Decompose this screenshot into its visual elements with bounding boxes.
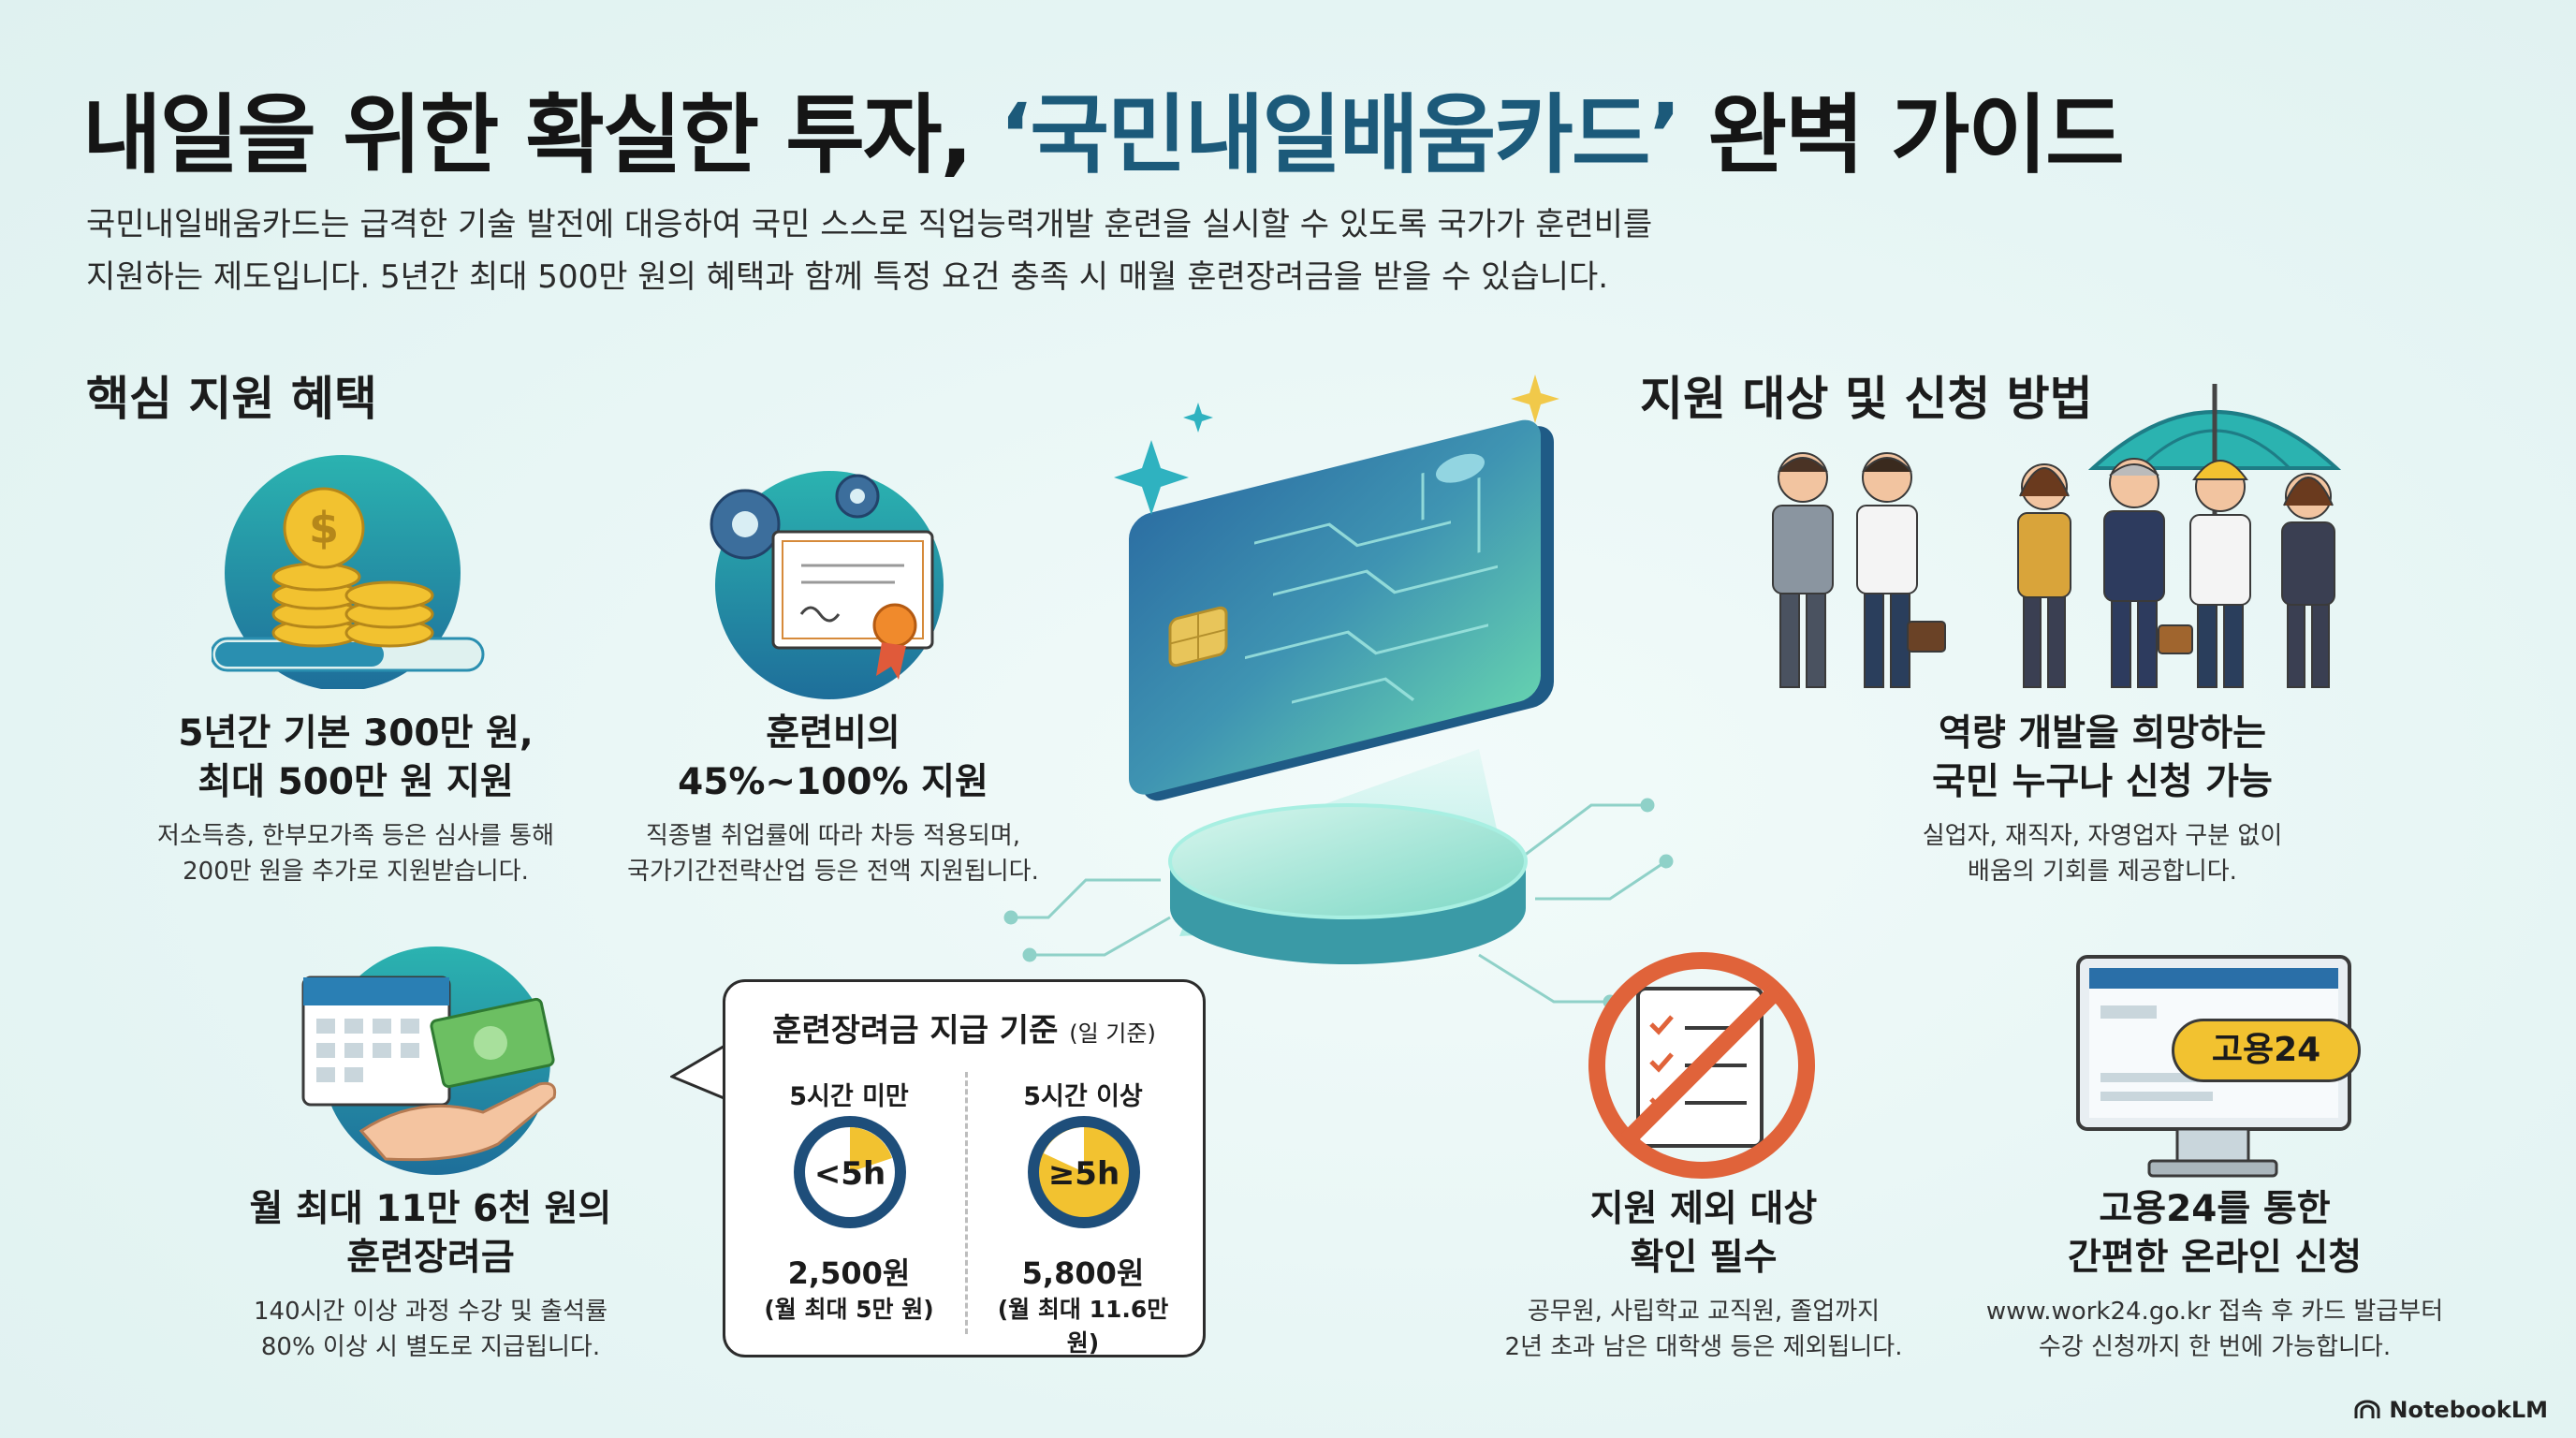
section-heading-eligibility: 지원 대상 및 신청 방법 <box>1640 372 2093 426</box>
prohibited-checklist-icon <box>1588 952 1815 1179</box>
allowance-col-1-amount: 2,500원 <box>787 1255 911 1291</box>
brand-name: NotebookLM <box>2389 1397 2548 1423</box>
people-umbrella-icon <box>1772 384 2342 688</box>
divider <box>965 1072 968 1334</box>
certificate-gear-icon <box>710 471 944 699</box>
benefit-2-desc: 직종별 취업률에 따라 차등 적용되며,국가기간전략산업 등은 전액 지원됩니다… <box>627 822 1039 886</box>
intro-text: 국민내일배움카드는 급격한 기술 발전에 대응하여 국민 스스로 직업능력개발 … <box>86 198 1734 303</box>
allowance-col-2-sub: (월 최대 11.6만 원) <box>997 1296 1169 1357</box>
section-heading-benefits: 핵심 지원 혜택 <box>86 372 377 426</box>
clock-icon: <5h <box>794 1116 906 1228</box>
allowance-col-1-label: 5시간 미만 <box>789 1082 909 1111</box>
sparkle-icon <box>1114 440 1189 515</box>
notebooklm-logo-icon <box>2354 1400 2380 1418</box>
intro-line-1: 국민내일배움카드는 급격한 기술 발전에 대응하여 국민 스스로 직업능력개발 … <box>86 206 1653 243</box>
clock-icon: ≥5h <box>1028 1116 1140 1228</box>
central-card-illustration <box>1003 374 1674 1009</box>
page-title: 내일을 위한 확실한 투자, ‘국민내일배움카드’ 완벽 가이드 <box>82 85 2125 185</box>
intro-line-2: 지원하는 제도입니다. 5년간 최대 500만 원의 혜택과 함께 특정 요건 … <box>86 258 1609 296</box>
svg-text:$: $ <box>309 503 339 553</box>
benefit-card-1: 5년간 기본 300만 원,최대 500만 원 지원 저소득층, 한부모가족 등… <box>112 710 599 889</box>
card-icon <box>1129 419 1554 801</box>
calendar-money-icon <box>301 946 557 1175</box>
allowance-col-2-label: 5시간 이상 <box>1023 1082 1143 1111</box>
allowance-col-1-sub: (월 최대 5만 원) <box>764 1296 934 1323</box>
brand-watermark: NotebookLM <box>2353 1397 2548 1423</box>
work24-badge: 고용24 <box>2172 1019 2361 1082</box>
benefit-1-title: 5년간 기본 300만 원,최대 500만 원 지원 <box>178 712 534 803</box>
clock-label-1: <5h <box>814 1155 886 1193</box>
allowance-criteria-box: 훈련장려금 지급 기준 (일 기준) 5시간 미만 <5h 2,500원 (월 … <box>723 979 1206 1357</box>
sparkle-icon-gold <box>1511 374 1559 423</box>
clock-label-2: ≥5h <box>1048 1155 1120 1193</box>
allowance-title: 훈련장려금 지급 기준 (일 기준) <box>772 1012 1156 1049</box>
allowance-col-2-amount: 5,800원 <box>1021 1255 1145 1291</box>
bubble-tail <box>670 1042 730 1102</box>
coin-stack-icon: $ <box>212 455 485 689</box>
